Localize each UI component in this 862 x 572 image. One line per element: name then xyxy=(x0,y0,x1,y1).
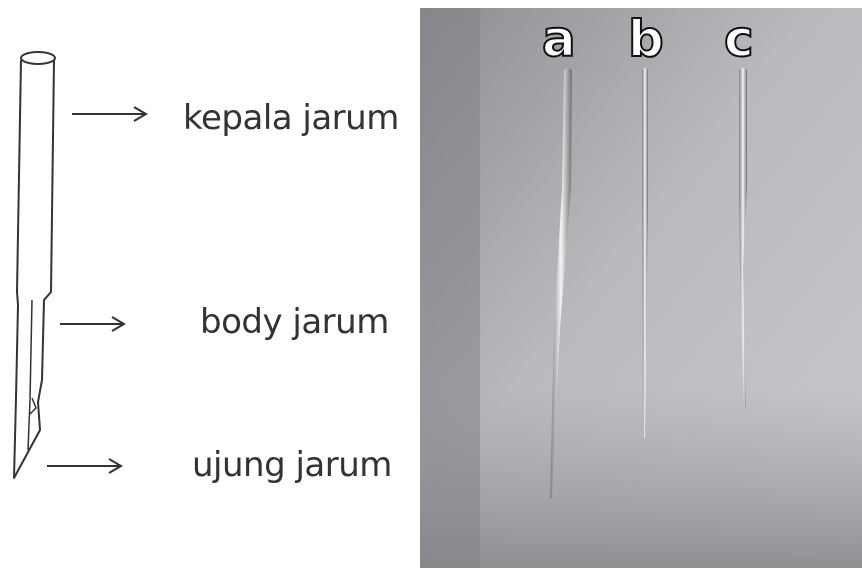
needle-label-a: a xyxy=(542,14,576,64)
label-ujung-jarum: ujung jarum xyxy=(192,445,392,485)
label-body-jarum: body jarum xyxy=(200,302,389,342)
arrow-head-icon xyxy=(70,104,150,124)
label-kepala-jarum: kepala jarum xyxy=(183,98,399,138)
needles-photo: a b c xyxy=(420,8,862,568)
needle-diagram: kepala jarum body jarum ujung jarum xyxy=(0,0,420,568)
needle-label-b: b xyxy=(628,14,664,64)
arrow-body-icon xyxy=(58,314,128,334)
arrow-tip-icon xyxy=(45,456,125,476)
needle-label-c: c xyxy=(724,14,754,64)
needles-photo-image xyxy=(420,8,862,568)
